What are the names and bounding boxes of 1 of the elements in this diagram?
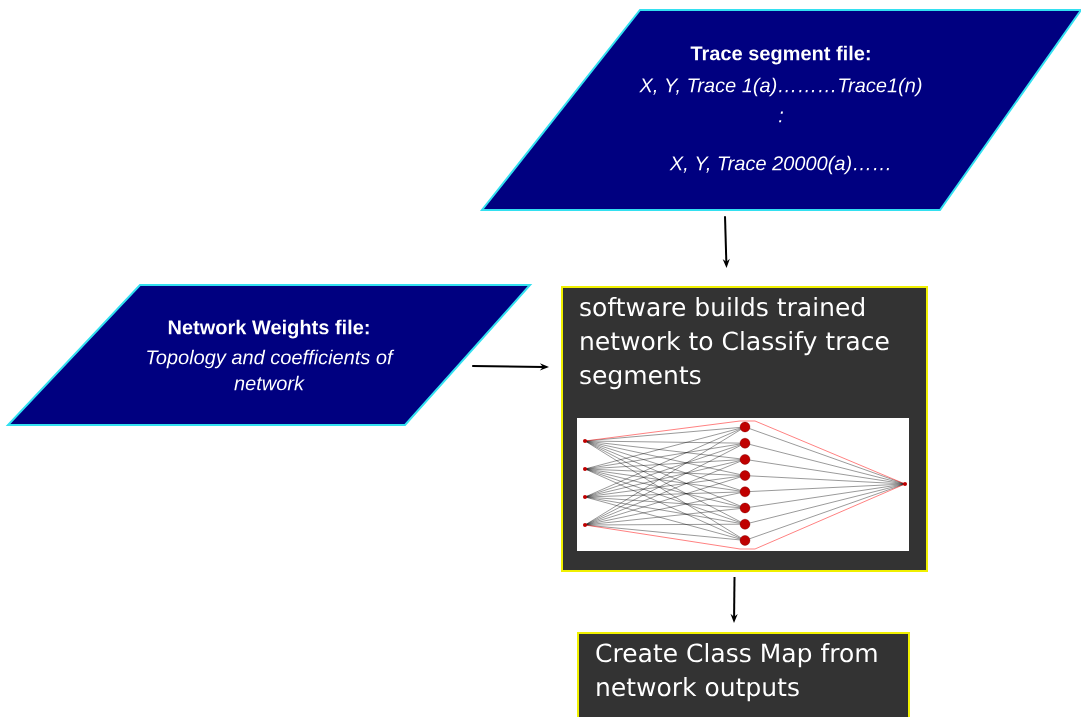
process-box: Create Class Map from network outputs [577,632,910,717]
